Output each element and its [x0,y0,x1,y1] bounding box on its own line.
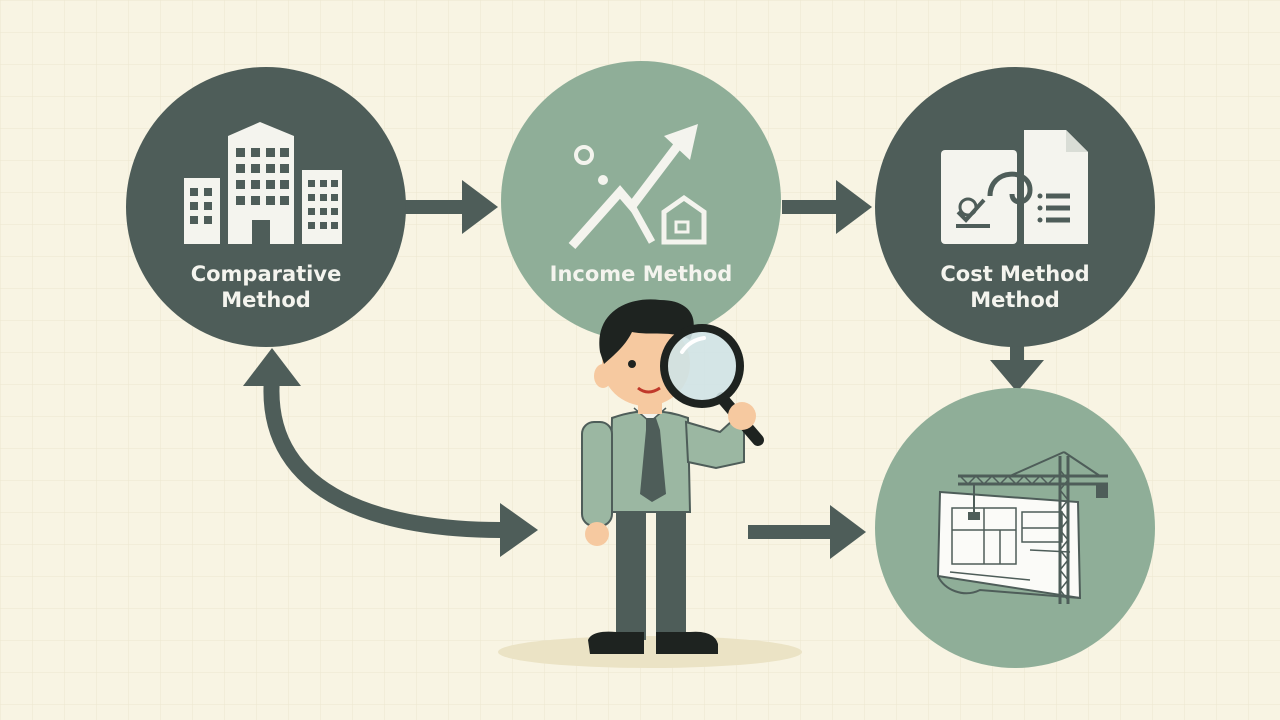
necktie [640,418,666,502]
cost-method-label-line2: Method [970,288,1060,312]
comparative-method-label-line1: Comparative [191,262,342,286]
appraiser-figure [498,299,802,668]
cost-method-label-line1: Cost Method [940,262,1089,286]
comparative-method-label-line2: Method [221,288,311,312]
node-cost-method: Cost Method Method [875,67,1155,347]
legs [588,504,718,654]
building-windows [190,148,338,244]
arrow-cost-to-fourth [990,345,1044,392]
curved-arrow-loop [243,348,538,557]
blueprint-crane-icon [936,451,1108,604]
documents-icon [941,130,1088,244]
node-comparative-method: Comparative Method [126,67,406,347]
ground-shadow [498,636,802,668]
arrow-income-to-cost [782,180,872,234]
arrow-comparative-to-income [405,180,498,234]
node-construction [875,388,1155,668]
income-method-label: Income Method [550,262,733,286]
torso [581,407,745,546]
arrow-person-to-fourth [748,505,866,559]
node-income-method: Income Method [501,61,781,341]
rising-trend-arrow-icon [568,124,707,249]
magnifying-glass-icon [660,324,764,446]
